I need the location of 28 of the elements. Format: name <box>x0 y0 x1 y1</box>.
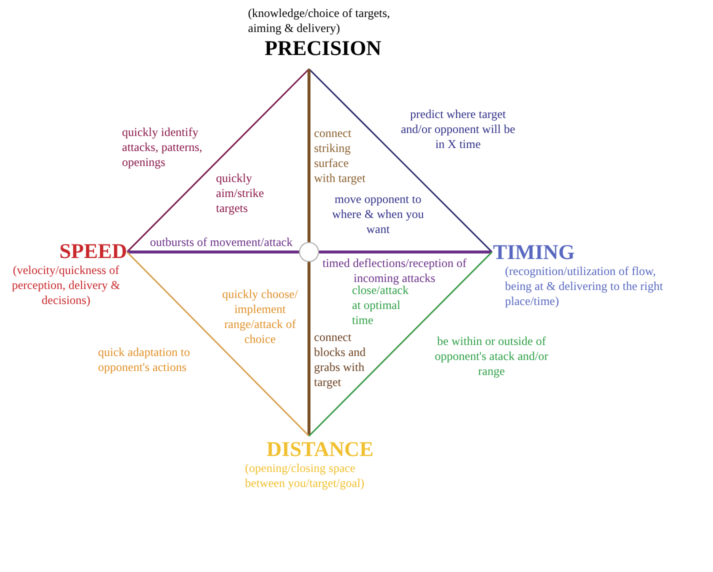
annotation-text: quick adaptation to opponent's actions <box>98 345 191 375</box>
connector-line <box>308 69 310 242</box>
edge-label: connect striking surface with target <box>314 126 366 186</box>
hub-circle <box>299 242 319 262</box>
annotation-text: quickly identify attacks, patterns, openings <box>122 125 204 170</box>
connector-line <box>126 251 310 437</box>
description-text: (recognition/utilization of flow, being at & delivering to the right place/time) <box>504 264 664 309</box>
edge-label: connect blocks and grabs with target <box>314 330 367 390</box>
annotation-text: be within or outside of opponent's atack and/or range <box>434 334 550 379</box>
annotation-text: predict where target and/or opponent will be in X time <box>400 107 516 152</box>
connector-line <box>319 250 492 254</box>
connector-line <box>308 251 493 437</box>
connector-line <box>127 250 299 254</box>
connector-line <box>308 68 493 253</box>
description-text: (opening/closing space between you/target/goal) <box>245 461 366 491</box>
edge-label: timed deflections/reception of incoming attacks <box>322 256 467 286</box>
heading-text: TIMING <box>493 240 576 264</box>
heading-text: PRECISION <box>264 36 382 60</box>
description-text: (velocity/quickness of perception, delivery & decisions) <box>10 263 122 308</box>
connector-line <box>126 68 310 253</box>
connector-line <box>308 262 310 436</box>
edge-label: quickly aim/strike targets <box>216 171 265 216</box>
edge-label: outbursts of movement/attack <box>150 235 294 250</box>
edge-label: quickly choose/ implement range/attack of choice <box>221 287 299 347</box>
edge-label: move opponent to where & when you want <box>331 192 425 237</box>
heading-text: SPEED <box>58 239 127 263</box>
heading-text: DISTANCE <box>266 437 374 461</box>
description-text: (knowledge/choice of targets, aiming & delivery) <box>248 6 392 36</box>
